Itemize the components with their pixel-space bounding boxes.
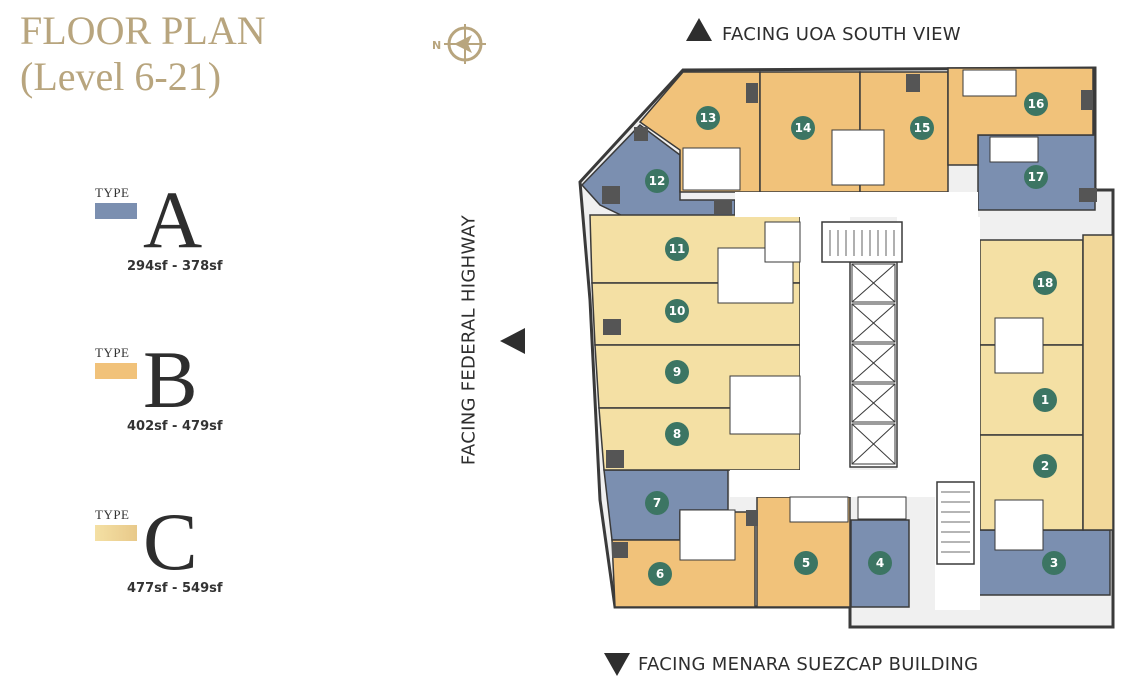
stairs [821, 221, 975, 565]
floor-plan-drawing: 1 2 3 4 5 6 7 8 9 10 11 12 13 14 15 16 1… [578, 66, 1115, 629]
unit-marker-9: 9 [665, 360, 689, 384]
legend-swatch-b [95, 363, 137, 379]
legend-type-a: TYPE A 294sf - 378sf [95, 179, 255, 295]
facing-left-label: FACING FEDERAL HIGHWAY [458, 214, 480, 466]
title-line-2: (Level 6-21) [20, 54, 222, 99]
svg-text:1: 1 [1041, 393, 1049, 407]
lift-core [849, 261, 898, 468]
svg-text:11: 11 [669, 242, 686, 256]
svg-text:14: 14 [795, 121, 812, 135]
unit-marker-15: 15 [910, 116, 934, 140]
svg-text:4: 4 [876, 556, 884, 570]
facing-bottom-label: FACING MENARA SUEZCAP BUILDING [638, 654, 979, 675]
facing-top-label: FACING UOA SOUTH VIEW [722, 24, 961, 45]
title-line-1: FLOOR PLAN [20, 8, 266, 53]
legend-size: 402sf - 479sf [127, 419, 223, 434]
svg-text:12: 12 [649, 174, 666, 188]
legend-type-label: TYPE [95, 345, 130, 360]
svg-text:6: 6 [656, 567, 664, 581]
unit-marker-16: 16 [1024, 92, 1048, 116]
legend-type-b: TYPE B 402sf - 479sf [95, 339, 255, 455]
compass-icon: N [432, 24, 486, 64]
compass-north-label: N [432, 39, 441, 52]
unit-marker-13: 13 [696, 106, 720, 130]
unit-marker-2: 2 [1033, 454, 1057, 478]
unit-marker-11: 11 [665, 237, 689, 261]
unit-markers: 1 2 3 4 5 6 7 8 9 10 11 12 13 14 15 16 1… [645, 92, 1066, 586]
unit-marker-7: 7 [645, 491, 669, 515]
unit-marker-12: 12 [645, 169, 669, 193]
svg-text:17: 17 [1028, 170, 1045, 184]
legend-swatch-a [95, 203, 137, 219]
unit-marker-8: 8 [665, 422, 689, 446]
unit-marker-4: 4 [868, 551, 892, 575]
svg-text:18: 18 [1037, 276, 1054, 290]
legend-letter: B [143, 334, 198, 425]
balcony-strip [1082, 234, 1114, 531]
unit-marker-17: 17 [1024, 165, 1048, 189]
svg-text:7: 7 [653, 496, 661, 510]
unit-marker-10: 10 [665, 299, 689, 323]
svg-text:10: 10 [669, 304, 686, 318]
svg-text:2: 2 [1041, 459, 1049, 473]
svg-text:9: 9 [673, 365, 681, 379]
svg-text:5: 5 [802, 556, 810, 570]
structural-columns [602, 74, 1097, 558]
svg-text:3: 3 [1050, 556, 1058, 570]
legend-type-label: TYPE [95, 507, 130, 522]
unit-marker-1: 1 [1033, 388, 1057, 412]
svg-text:13: 13 [700, 111, 717, 125]
unit-marker-18: 18 [1033, 271, 1057, 295]
bathrooms [679, 69, 1044, 561]
legend-type-c: TYPE C 477sf - 549sf [95, 501, 255, 617]
unit-marker-5: 5 [794, 551, 818, 575]
floor-plan-title: FLOOR PLAN (Level 6-21) [20, 8, 266, 100]
svg-text:8: 8 [673, 427, 681, 441]
down-arrow-icon [604, 653, 630, 676]
up-arrow-icon [686, 18, 712, 41]
unit-marker-3: 3 [1042, 551, 1066, 575]
svg-text:15: 15 [914, 121, 931, 135]
legend-size: 294sf - 378sf [127, 259, 223, 274]
legend-letter: C [143, 496, 198, 587]
legend-letter: A [143, 174, 203, 265]
legend-swatch-c [95, 525, 137, 541]
unit-marker-14: 14 [791, 116, 815, 140]
unit-marker-6: 6 [648, 562, 672, 586]
legend-size: 477sf - 549sf [127, 581, 223, 596]
legend-type-label: TYPE [95, 185, 130, 200]
left-arrow-icon [500, 328, 525, 354]
svg-text:16: 16 [1028, 97, 1045, 111]
